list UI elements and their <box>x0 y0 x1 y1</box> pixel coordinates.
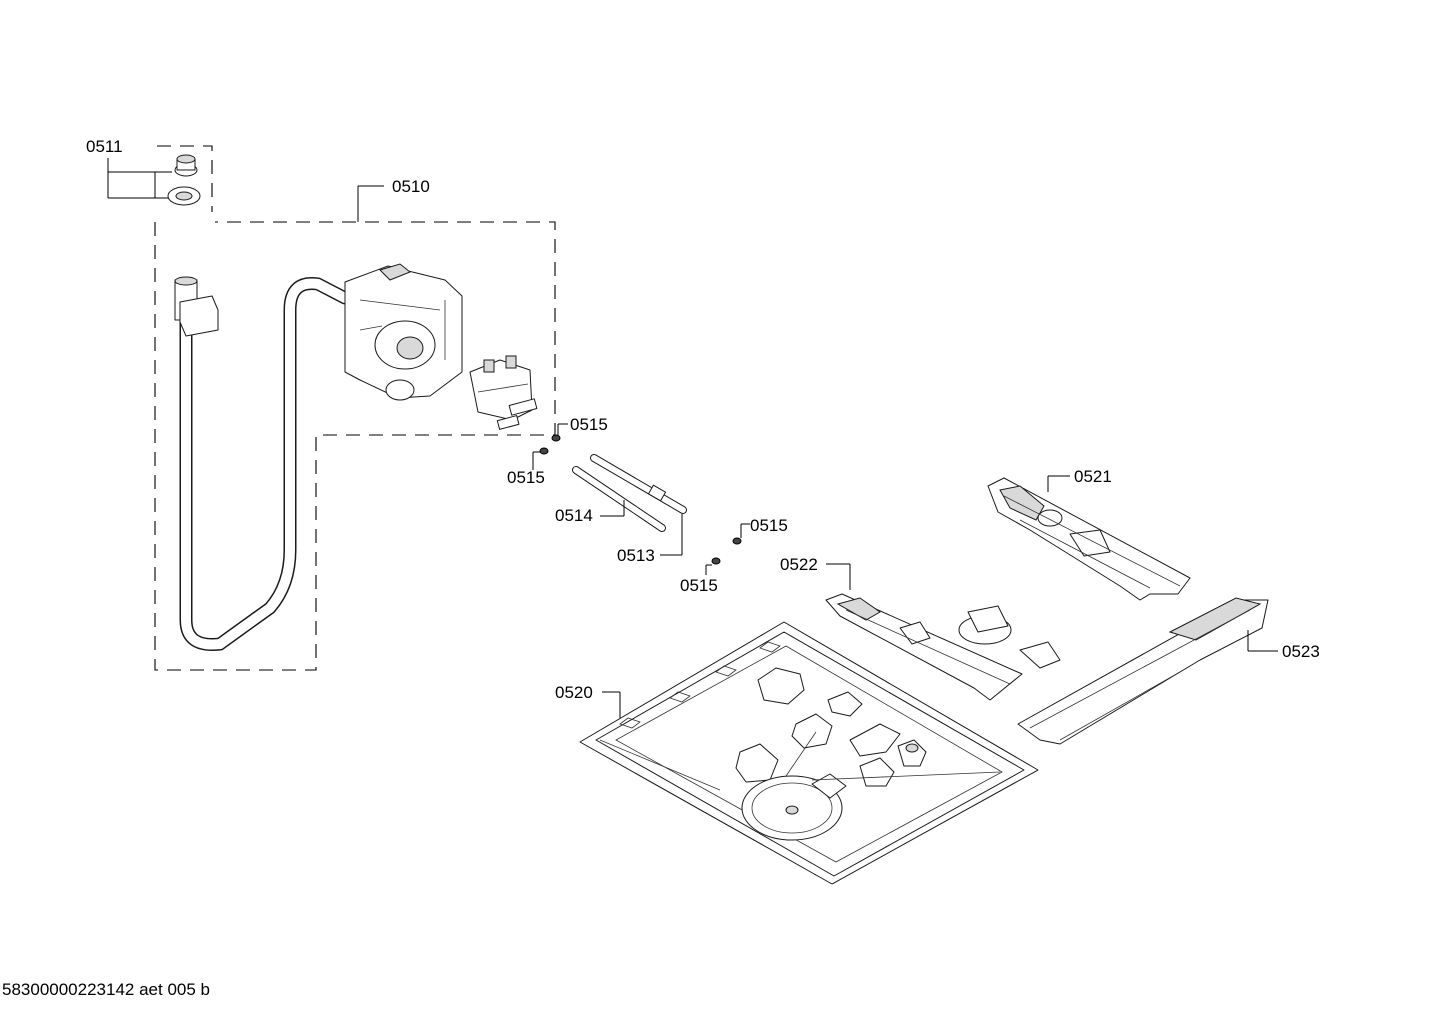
part-0522-rail <box>825 563 1061 701</box>
group-0510-dashed-border <box>154 221 556 671</box>
callout-0515-right-upper: 0515 <box>750 516 788 535</box>
callout-0515-right-lower: 0515 <box>680 576 718 595</box>
solenoid-valve <box>469 355 538 430</box>
part-0511-nut-washer <box>107 145 213 212</box>
tray-boss <box>757 667 805 705</box>
callout-0511: 0511 <box>86 137 123 156</box>
callout-0515-lower: 0515 <box>507 468 545 487</box>
group-0511-dashed-border <box>157 145 213 212</box>
callout-0521: 0521 <box>1074 467 1112 486</box>
part-0513-tube <box>590 454 687 556</box>
callout-0513: 0513 <box>617 546 655 565</box>
part-0515-grommet-upper <box>551 423 568 442</box>
hose <box>179 277 352 651</box>
callout-0510: 0510 <box>392 177 430 196</box>
callout-0522: 0522 <box>780 555 818 574</box>
part-0515-grommet-right-upper <box>732 523 750 545</box>
part-0515-grommet-right-lower <box>705 557 721 575</box>
callout-0520: 0520 <box>555 683 593 702</box>
drawing-code-footer: 58300000223142 aet 005 b <box>2 980 210 999</box>
callout-0514: 0514 <box>555 506 593 525</box>
part-0521-bracket <box>987 475 1191 601</box>
part-0523-long-bracket <box>1017 597 1278 745</box>
callout-0515-upper: 0515 <box>570 415 608 434</box>
part-0514-tube <box>572 466 666 532</box>
part-0510-inlet-hose-assembly <box>154 185 556 671</box>
callout-0523: 0523 <box>1282 642 1320 661</box>
valve-housing <box>344 263 463 401</box>
part-0515-grommet-lower <box>532 447 549 470</box>
part-0520-base-tray <box>579 621 1039 885</box>
